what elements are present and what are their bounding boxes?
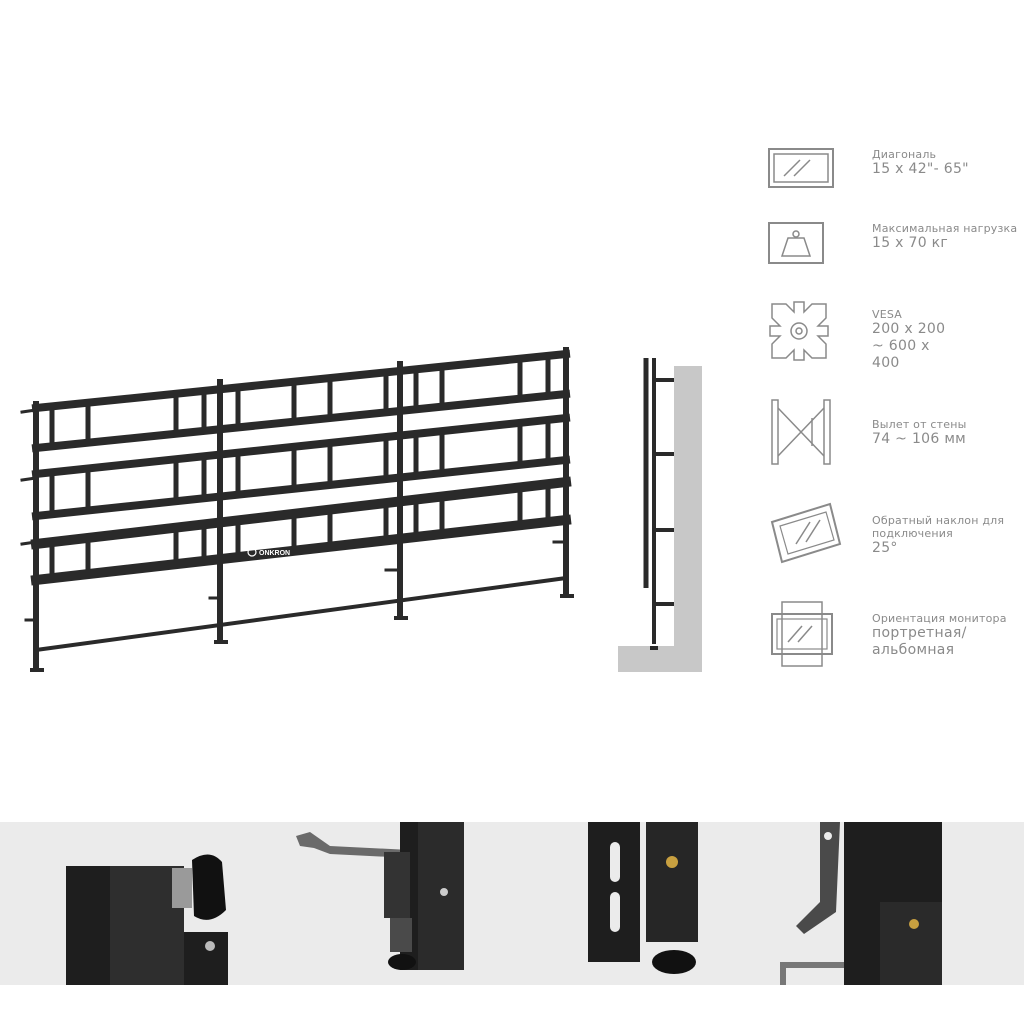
detail-photo-knob [66,854,228,985]
spec-label: Ориентация монитора [872,612,1007,625]
spec-label: VESA [872,308,902,321]
feet [30,594,574,672]
spec-label: Обратный наклон для подключения [872,514,1005,540]
spec-value: 15 x 70 кг [872,235,949,251]
bottom-rail [33,575,569,653]
spec-label: Вылет от стены [872,418,967,431]
spec-wall-distance: Вылет от стены 74 ~ 106 мм [768,398,1018,474]
spec-value: 200 x 200 ~ 600 x 400 [872,321,946,371]
spec-vesa: VESA 200 x 200 ~ 600 x 400 [768,298,1018,374]
screen-diagonal-icon [768,148,834,188]
tilt-icon [770,502,842,564]
wall [618,366,702,672]
vesa-plate-icon [769,301,829,361]
spec-max-load: Максимальная нагрузка 15 x 70 кг [768,222,1018,298]
spec-value: 74 ~ 106 мм [872,431,967,447]
frame-row-3 [30,476,572,586]
orientation-icon [771,601,833,667]
spec-value: портретная/ альбомная [872,625,967,658]
weight-icon [768,222,824,264]
frame-row-1 [31,349,571,453]
spec-orientation: Ориентация монитора портретная/ альбомна… [768,600,1018,676]
logo-text: ONKRON [259,550,290,557]
side-view-illustration [618,358,702,672]
detail-photo-slots [588,822,698,974]
onkron-logo: ONKRON [247,547,290,557]
spec-label: Максимальная нагрузка [872,222,1018,235]
spec-value: 25° [872,540,898,556]
spec-value: 15 x 42"- 65" [872,161,969,177]
detail-photo-hook [296,822,464,970]
wall-distance-icon [771,399,831,465]
spec-diagonal: Диагональ 15 x 42"- 65" [768,148,1018,224]
detail-photo-latch [780,822,942,985]
spec-label: Диагональ [872,148,937,161]
panel-brackets [49,357,551,581]
video-wall-mount-illustration: ONKRON [20,347,574,672]
detail-photos-strip [0,822,1024,985]
side-hooks [20,408,568,622]
spec-tilt: Обратный наклон для подключения 25° [768,500,1018,576]
frame-row-2 [31,413,571,521]
